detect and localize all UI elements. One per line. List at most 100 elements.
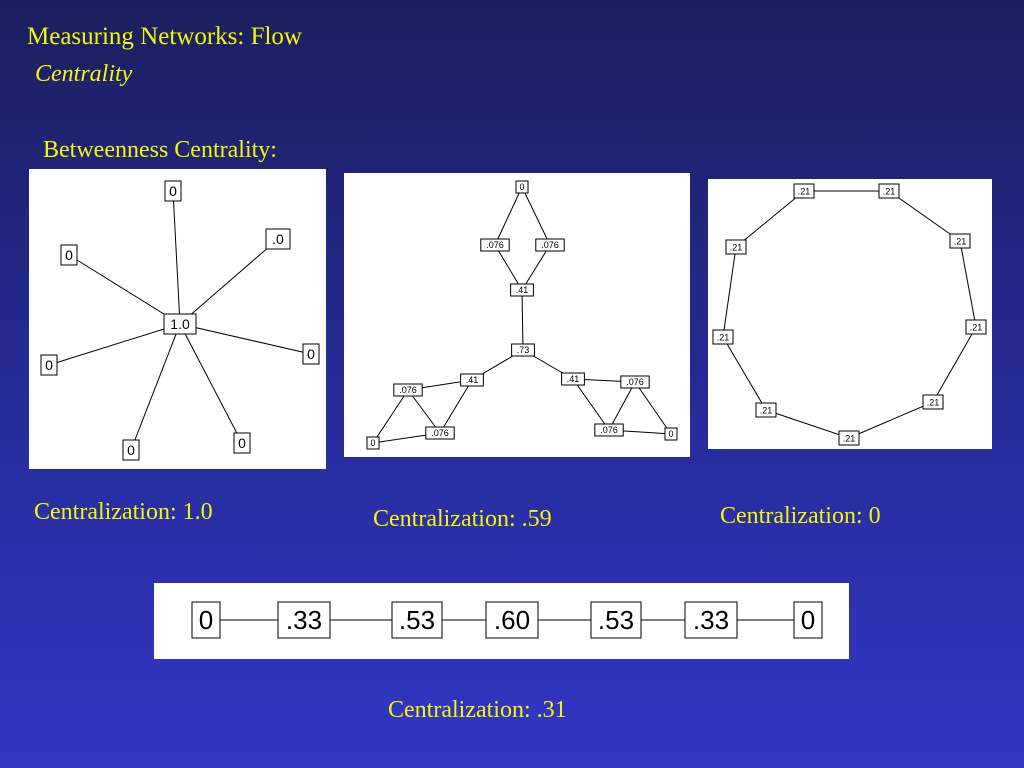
network-edge xyxy=(372,389,409,444)
network-node-box xyxy=(122,439,140,461)
network-node-value: .60 xyxy=(494,605,530,635)
network-node-box xyxy=(793,183,815,199)
network-node-box xyxy=(391,601,443,639)
network-edge xyxy=(130,323,181,451)
chain-centralization-caption: Centralization: .31 xyxy=(388,697,567,723)
network-node-box xyxy=(561,372,585,386)
network-node: 0 xyxy=(302,343,320,365)
network-edge xyxy=(494,186,523,246)
network-edge xyxy=(608,381,636,431)
network-node: .21 xyxy=(725,239,747,255)
network-node-value: .21 xyxy=(798,187,811,197)
network-node: 0 xyxy=(366,436,380,450)
network-node: .60 xyxy=(485,601,539,639)
network-node-value: .076 xyxy=(431,428,449,438)
network-node-value: 1.0 xyxy=(170,316,190,332)
network-node-value: .21 xyxy=(927,398,940,408)
network-edge xyxy=(48,323,181,366)
network-edge xyxy=(179,323,243,444)
network-edge xyxy=(765,409,850,439)
network-node-value: .21 xyxy=(970,323,983,333)
network-edge xyxy=(634,381,672,435)
chain-network-panel: 0 .33 .53 .60 .53 .33 0 xyxy=(154,583,849,659)
network-node-value: .21 xyxy=(843,434,856,444)
network-node: 0 xyxy=(664,427,678,441)
network-node-box xyxy=(535,238,565,252)
network-node-value: .33 xyxy=(286,605,322,635)
section-label: Betweenness Centrality: xyxy=(43,137,277,163)
network-node-value: .41 xyxy=(567,374,580,384)
network-node-value: .076 xyxy=(486,240,504,250)
network-edge xyxy=(179,238,279,325)
network-node: .21 xyxy=(878,183,900,199)
network-edge xyxy=(888,190,961,242)
ring-network-panel: .21 .21 .21 .21 .21 .21 .21 .21 .21 xyxy=(708,179,992,449)
network-node-value: .21 xyxy=(954,237,967,247)
network-node-box xyxy=(393,383,423,397)
network-node-value: .33 xyxy=(693,605,729,635)
network-node: .41 xyxy=(561,372,585,386)
network-node: 0 xyxy=(793,601,823,639)
network-node-box xyxy=(302,343,320,365)
network-node-box xyxy=(838,430,860,446)
network-node-box xyxy=(163,313,197,335)
network-node-box xyxy=(922,394,944,410)
network-node-value: .076 xyxy=(600,425,618,435)
network-node-box xyxy=(684,601,738,639)
network-node-value: .73 xyxy=(517,345,530,355)
star-centralization-caption: Centralization: 1.0 xyxy=(34,499,213,525)
network-node: .076 xyxy=(480,238,510,252)
network-edge xyxy=(68,254,181,325)
network-node-box xyxy=(366,436,380,450)
network-edge xyxy=(439,379,473,434)
network-node: .21 xyxy=(755,402,777,418)
network-node: .21 xyxy=(712,329,734,345)
network-node: 0 xyxy=(191,601,221,639)
network-node-value: .21 xyxy=(760,406,773,416)
network-node: .33 xyxy=(684,601,738,639)
network-edge xyxy=(179,323,312,355)
network-node-value: .41 xyxy=(466,375,479,385)
network-node-box xyxy=(40,354,58,376)
network-node-box xyxy=(793,601,823,639)
network-node-value: .0 xyxy=(272,231,284,247)
network-node-value: 0 xyxy=(519,182,524,192)
network-node-value: 0 xyxy=(370,438,375,448)
network-edge xyxy=(735,190,805,248)
network-node: .076 xyxy=(535,238,565,252)
diamond-centralization-caption: Centralization: .59 xyxy=(373,506,552,532)
network-node-box xyxy=(265,228,291,250)
network-edge xyxy=(722,246,737,338)
network-node-box xyxy=(425,426,455,440)
chain-network-diagram: 0 .33 .53 .60 .53 .33 0 xyxy=(191,601,823,639)
slide-title: Measuring Networks: Flow xyxy=(27,23,302,50)
network-node-box xyxy=(233,432,251,454)
network-node-box xyxy=(515,180,529,194)
network-node-value: 0 xyxy=(65,247,73,263)
network-node-box xyxy=(60,244,78,266)
network-edge xyxy=(521,244,551,291)
network-node: .076 xyxy=(425,426,455,440)
network-node-value: .076 xyxy=(541,240,559,250)
network-node: .53 xyxy=(590,601,642,639)
network-node-box xyxy=(725,239,747,255)
network-node-box xyxy=(510,283,534,297)
network-node-box xyxy=(164,180,182,202)
network-node-value: 0 xyxy=(668,429,673,439)
network-node-box xyxy=(594,423,624,437)
network-node-value: .53 xyxy=(399,605,435,635)
network-node-box xyxy=(878,183,900,199)
network-node: .41 xyxy=(460,373,484,387)
network-node-box xyxy=(277,601,331,639)
ring-centralization-caption: Centralization: 0 xyxy=(720,503,881,529)
network-node-box xyxy=(480,238,510,252)
network-node: .21 xyxy=(965,319,987,335)
network-node-box xyxy=(460,373,484,387)
network-node: .41 xyxy=(510,283,534,297)
network-node: .53 xyxy=(391,601,443,639)
network-node: .21 xyxy=(793,183,815,199)
network-node-value: 0 xyxy=(307,346,315,362)
